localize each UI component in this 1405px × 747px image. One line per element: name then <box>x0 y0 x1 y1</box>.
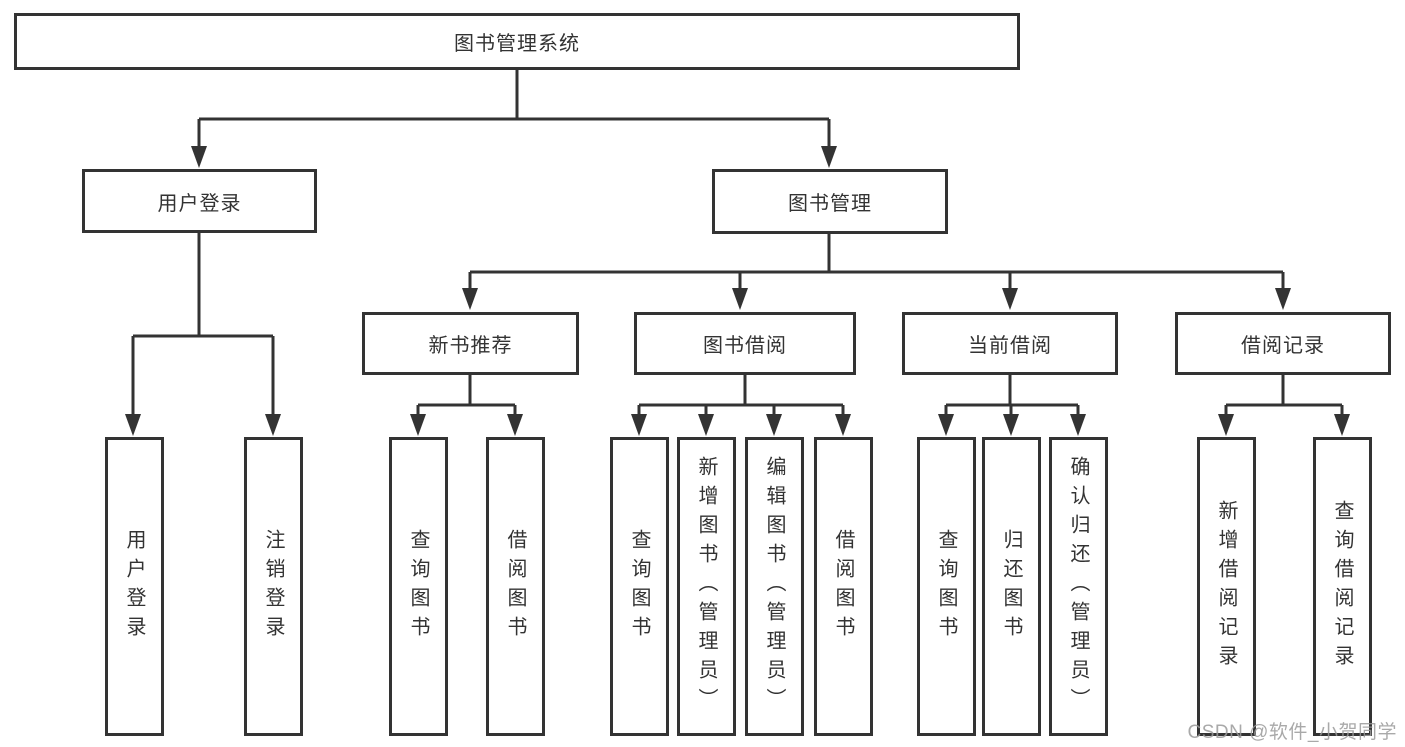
node-root-system: 图书管理系统 <box>14 13 1020 70</box>
node-add-books-admin: 新增图书（管理员） <box>677 437 736 736</box>
node-user-login-leaf: 用户登录 <box>105 437 164 736</box>
node-current-borrow: 当前借阅 <box>902 312 1118 375</box>
node-user-login-branch: 用户登录 <box>82 169 317 233</box>
node-recommend-query-books: 查询图书 <box>389 437 448 736</box>
node-return-books: 归还图书 <box>982 437 1041 736</box>
arrowhead <box>821 146 837 168</box>
arrowhead <box>507 414 523 436</box>
arrowhead <box>835 414 851 436</box>
arrowhead <box>462 288 478 310</box>
arrowhead <box>732 288 748 310</box>
arrowhead <box>1070 414 1086 436</box>
watermark: CSDN @软件_小贺同学 <box>1187 722 1397 743</box>
arrowhead <box>125 414 141 436</box>
arrowhead <box>766 414 782 436</box>
node-borrow-books-leaf: 借阅图书 <box>814 437 873 736</box>
arrowhead <box>1003 414 1019 436</box>
arrowhead <box>191 146 207 168</box>
arrowhead <box>1275 288 1291 310</box>
arrowhead <box>1334 414 1350 436</box>
node-book-management-branch: 图书管理 <box>712 169 948 234</box>
arrowhead <box>698 414 714 436</box>
node-confirm-return-admin: 确认归还（管理员） <box>1049 437 1108 736</box>
node-new-book-recommend: 新书推荐 <box>362 312 579 375</box>
node-edit-books-admin: 编辑图书（管理员） <box>745 437 804 736</box>
node-book-borrow: 图书借阅 <box>634 312 856 375</box>
node-borrow-records: 借阅记录 <box>1175 312 1391 375</box>
node-query-borrow-record: 查询借阅记录 <box>1313 437 1372 736</box>
node-recommend-borrow-books: 借阅图书 <box>486 437 545 736</box>
node-add-borrow-record: 新增借阅记录 <box>1197 437 1256 736</box>
node-borrow-query-books: 查询图书 <box>610 437 669 736</box>
arrowhead <box>1218 414 1234 436</box>
node-logout-leaf: 注销登录 <box>244 437 303 736</box>
arrowhead <box>938 414 954 436</box>
arrowhead <box>631 414 647 436</box>
arrowhead <box>1002 288 1018 310</box>
node-current-query-books: 查询图书 <box>917 437 976 736</box>
arrowhead <box>265 414 281 436</box>
arrowhead <box>410 414 426 436</box>
